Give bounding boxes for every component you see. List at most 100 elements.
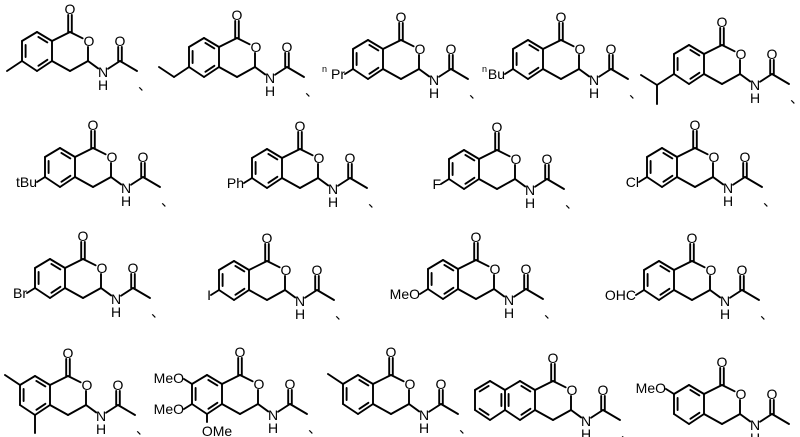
acetyl-oxygen-label: O: [606, 41, 617, 57]
ring-oxygen-label: O: [84, 33, 95, 49]
acetyl-oxygen-label: O: [282, 39, 293, 55]
carbonyl-oxygen-label: O: [687, 230, 698, 246]
superscript-n-label: n: [322, 64, 327, 74]
amide-nitrogen-label: N: [98, 64, 108, 80]
acetyl-oxygen-label: O: [740, 149, 751, 165]
separator-mark: 、: [161, 193, 175, 209]
separator-mark: 、: [151, 304, 165, 320]
substituent-ethyl: [158, 66, 190, 78]
substituent-label: Bu: [488, 66, 505, 82]
carbonyl-oxygen-label: O: [262, 230, 273, 246]
amide-nitrogen-label: N: [525, 182, 535, 198]
carbonyl-oxygen-label: O: [295, 118, 306, 134]
ring-oxygen-label: O: [97, 260, 108, 276]
ring-oxygen-label: O: [567, 382, 578, 398]
substituent-Cl: Cl: [626, 174, 648, 190]
substituent-methyl: [6, 60, 23, 72]
carbonyl-oxygen-label: O: [65, 1, 76, 17]
carbonyl-oxygen-label: O: [396, 9, 407, 25]
ring-oxygen-label: O: [736, 386, 747, 402]
substituent-tBu: tBu: [16, 174, 46, 190]
separator-mark: 、: [763, 193, 777, 209]
ring-oxygen-label: O: [251, 39, 262, 55]
substituent-MeO: MeO: [154, 370, 193, 386]
substituent-label: MeO: [390, 286, 420, 302]
substituent-Bu: Bun: [482, 64, 514, 82]
separator-mark: 、: [459, 420, 473, 436]
substituent-label: MeO: [154, 401, 184, 417]
amide-nitrogen-label: N: [750, 417, 760, 433]
separator-mark: 、: [565, 195, 579, 211]
amide-hydrogen-label: H: [295, 306, 305, 322]
carbonyl-oxygen-label: O: [492, 119, 503, 135]
substituent-label: F: [432, 176, 441, 192]
amide-nitrogen-label: N: [265, 70, 275, 86]
acetyl-oxygen-label: O: [436, 376, 447, 392]
ring-oxygen-label: O: [511, 151, 522, 167]
amide-nitrogen-label: N: [328, 181, 338, 197]
ring-oxygen-label: O: [575, 41, 586, 57]
ring-oxygen-label: O: [709, 149, 720, 165]
separator-mark: 、: [544, 305, 558, 321]
substituent-OMe: OMe: [202, 413, 232, 437]
amide-nitrogen-label: N: [723, 180, 733, 196]
separator-mark: 、: [621, 426, 635, 437]
ring-oxygen-label: O: [706, 262, 717, 278]
separator-mark: 、: [790, 90, 800, 106]
amide-hydrogen-label: H: [504, 305, 514, 321]
separator-mark: 、: [308, 420, 322, 436]
ring-oxygen-label: O: [107, 149, 118, 165]
ring-oxygen-label: O: [405, 376, 416, 392]
amide-hydrogen-label: H: [750, 90, 760, 106]
acetyl-oxygen-label: O: [446, 41, 457, 57]
acetyl-oxygen-label: O: [767, 46, 778, 62]
separator-mark: 、: [790, 430, 800, 437]
substituent-label: Pr: [331, 66, 345, 82]
acetyl-oxygen-label: O: [737, 262, 748, 278]
substituent-isopropyl: [640, 73, 675, 105]
substituent-MeO: MeO: [636, 380, 675, 396]
ring-oxygen-label: O: [736, 46, 747, 62]
substituent-methyl: [327, 373, 344, 385]
separator-mark: 、: [469, 85, 483, 101]
separator-mark: 、: [760, 306, 774, 322]
amide-nitrogen-label: N: [419, 407, 429, 423]
substituent-label: Ph: [227, 175, 244, 191]
carbonyl-oxygen-label: O: [232, 7, 243, 23]
carbonyl-oxygen-label: O: [556, 9, 567, 25]
amide-hydrogen-label: H: [723, 193, 733, 209]
amide-nitrogen-label: N: [121, 180, 131, 196]
substituent-MeO: MeO: [154, 401, 193, 417]
amide-hydrogen-label: H: [96, 421, 106, 437]
amide-nitrogen-label: N: [268, 407, 278, 423]
superscript-n-label: n: [482, 64, 487, 74]
acetyl-oxygen-label: O: [128, 260, 139, 276]
amide-nitrogen-label: N: [750, 77, 760, 93]
substituent-label: tBu: [16, 174, 37, 190]
substituent-label: MeO: [636, 380, 666, 396]
substituent-benzo: [474, 380, 506, 421]
substituent-label: MeO: [154, 370, 184, 386]
carbonyl-oxygen-label: O: [717, 354, 728, 370]
ring-oxygen-label: O: [254, 376, 265, 392]
acetyl-oxygen-label: O: [521, 261, 532, 277]
acetyl-oxygen-label: O: [138, 149, 149, 165]
amide-nitrogen-label: N: [504, 292, 514, 308]
amide-hydrogen-label: H: [121, 193, 131, 209]
separator-mark: 、: [138, 77, 152, 93]
acetyl-oxygen-label: O: [113, 377, 124, 393]
substituent-label: Cl: [626, 174, 639, 190]
carbonyl-oxygen-label: O: [386, 344, 397, 360]
